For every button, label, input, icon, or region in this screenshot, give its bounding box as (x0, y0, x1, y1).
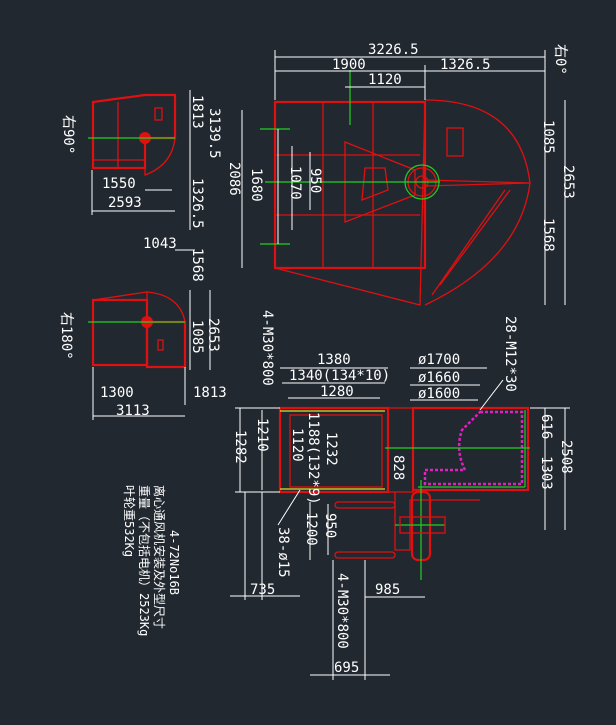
dim-1280: 1280 (320, 384, 354, 400)
dim-2593: 2593 (108, 195, 142, 211)
dim-828: 828 (390, 455, 406, 480)
dim-985: 985 (375, 582, 400, 598)
top-view-dimensions: 3226.5 1900 1326.5 1120 1085 2653 1568 3… (206, 42, 576, 305)
dim-1085: 1085 (189, 320, 205, 354)
view-90: 1813 1326.5 1550 2593 1043 1568 右90° (60, 90, 205, 282)
view-180: 2653 1085 1300 1813 3113 右180° (58, 290, 227, 420)
dim-phi1700: ø1700 (418, 352, 460, 368)
dim-950: 950 (322, 513, 338, 538)
model-number: 4-72No16B (167, 530, 181, 595)
top-view: 3226.5 1900 1326.5 1120 1085 2653 1568 3… (206, 42, 576, 306)
dim-735: 735 (250, 582, 275, 598)
dim-1550: 1550 (102, 176, 136, 192)
dim-950: 950 (307, 168, 323, 193)
dim-1900: 1900 (332, 57, 366, 73)
anchor-bolt-spec-bottom: 4-M30*800 (334, 573, 350, 649)
anchor-bolt-spec-left: 4-M30*800 (259, 310, 275, 386)
dim-1813: 1813 (193, 385, 227, 401)
dim-616: 616 (538, 414, 554, 439)
rotation-label-0: 右0° (552, 44, 568, 75)
dim-1326-5: 1326.5 (189, 178, 205, 229)
dim-3113: 3113 (116, 403, 150, 419)
bolt-spec-28-m12: 28-M12*30 (502, 316, 518, 392)
drawing-title: 离心通风机安装及外型尺寸 (152, 485, 167, 629)
dim-1188: 1188(132*9) (305, 412, 321, 505)
dim-1282: 1282 (232, 430, 248, 464)
dim-1043: 1043 (143, 236, 177, 252)
dim-2086: 2086 (226, 162, 242, 196)
dim-2653: 2653 (560, 165, 576, 199)
impeller-weight: 叶轮重532Kg (122, 485, 136, 557)
fan-weight: 重量（不包括电机）2523Kg (137, 485, 152, 636)
dim-1070: 1070 (287, 166, 303, 200)
dim-1300: 1300 (100, 385, 134, 401)
dim-2508: 2508 (558, 440, 574, 474)
rotation-label-90: 右90° (60, 115, 76, 154)
notes-block: 4-72No16B 离心通风机安装及外型尺寸 重量（不包括电机）2523Kg 叶… (122, 485, 181, 636)
dim-1303: 1303 (538, 456, 554, 490)
dim-3226-5: 3226.5 (368, 42, 419, 58)
dim-1680: 1680 (248, 168, 264, 202)
dim-1568: 1568 (540, 218, 556, 252)
plan-view: 1380 1340(134*10) 1280 ø1700 ø1660 ø1600… (230, 310, 574, 680)
dim-1120: 1120 (289, 428, 305, 462)
dim-3139-5: 3139.5 (206, 108, 222, 159)
dim-1340: 1340(134*10) (289, 368, 390, 384)
top-view-housing (260, 70, 531, 306)
dim-phi1660: ø1660 (418, 370, 460, 386)
hole-spec-38: 38-ø15 (275, 527, 291, 578)
dim-1380: 1380 (317, 352, 351, 368)
dim-695: 695 (334, 660, 359, 676)
dim-1200: 1200 (303, 512, 319, 546)
dim-1210: 1210 (254, 418, 270, 452)
rotation-label-180: 右180° (58, 312, 74, 360)
dim-1568: 1568 (189, 248, 205, 282)
dim-1120: 1120 (368, 72, 402, 88)
dim-2653: 2653 (205, 318, 221, 352)
dim-1326-5: 1326.5 (440, 57, 491, 73)
dim-1085: 1085 (540, 120, 556, 154)
dim-1813: 1813 (189, 95, 205, 129)
dim-phi1600: ø1600 (418, 386, 460, 402)
dim-1232: 1232 (323, 432, 339, 466)
